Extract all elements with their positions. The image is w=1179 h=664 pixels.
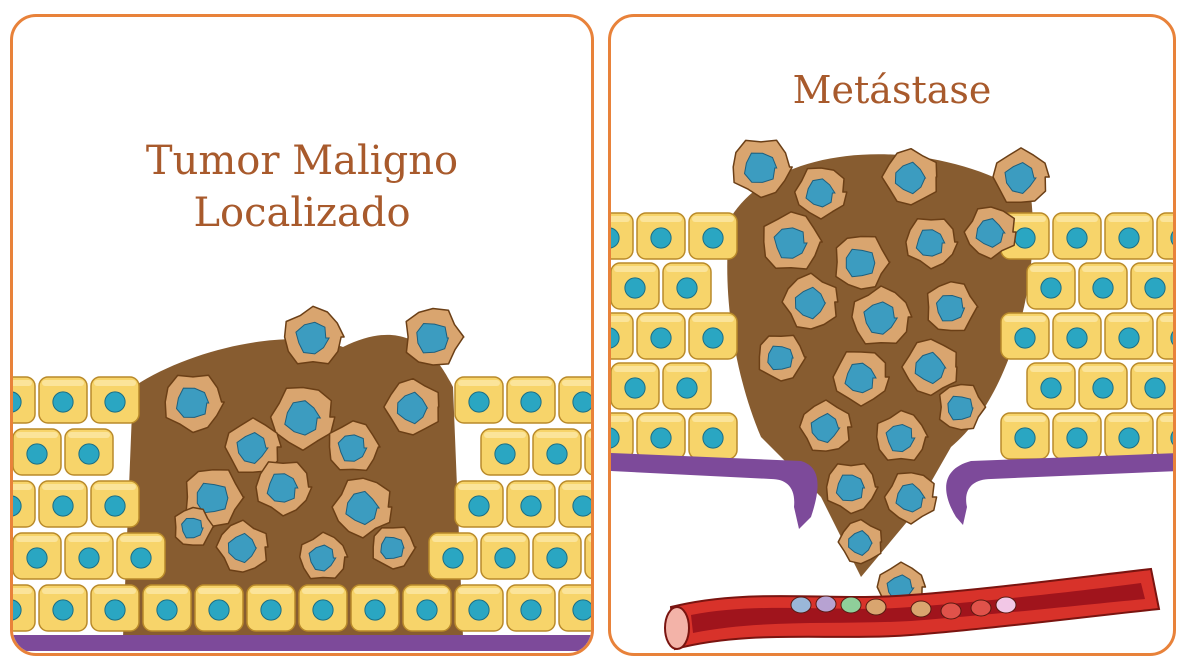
normal-epithelial-cell-icon: [351, 585, 399, 631]
normal-epithelial-cell-icon: [455, 585, 503, 631]
normal-epithelial-cell-icon: [13, 377, 35, 423]
normal-epithelial-cell-icon: [39, 377, 87, 423]
normal-epithelial-cell-icon: [559, 481, 594, 527]
normal-epithelial-cell-icon: [403, 585, 451, 631]
normal-epithelial-cell-icon: [663, 363, 711, 409]
panel-localized-tumor: Tumor Maligno Localizado: [10, 14, 594, 656]
normal-epithelial-cell-icon: [637, 313, 685, 359]
blood-cell-icon: [816, 596, 836, 612]
tumor-cell-icon: [285, 306, 345, 364]
blood-cell-icon: [911, 601, 931, 617]
basement-membrane-icon: [611, 453, 818, 529]
vessel-opening: [665, 607, 689, 649]
normal-epithelial-cell-icon: [611, 213, 633, 259]
normal-epithelial-cell-icon: [611, 263, 659, 309]
normal-epithelial-cell-icon: [637, 213, 685, 259]
normal-epithelial-cell-icon: [1079, 263, 1127, 309]
normal-epithelial-cell-icon: [455, 481, 503, 527]
normal-epithelial-cell-icon: [455, 377, 503, 423]
normal-epithelial-cell-icon: [663, 263, 711, 309]
normal-epithelial-cell-icon: [13, 481, 35, 527]
normal-epithelial-cell-icon: [507, 377, 555, 423]
normal-epithelial-cell-icon: [247, 585, 295, 631]
normal-epithelial-cell-icon: [1079, 363, 1127, 409]
normal-epithelial-cell-icon: [533, 429, 581, 475]
normal-epithelial-cell-icon: [1053, 213, 1101, 259]
normal-epithelial-cell-icon: [1105, 313, 1153, 359]
normal-epithelial-cell-icon: [559, 585, 594, 631]
normal-epithelial-cell-icon: [1001, 313, 1049, 359]
normal-epithelial-cell-icon: [559, 377, 594, 423]
panel-metastasis: Metástase: [608, 14, 1176, 656]
normal-epithelial-cell-icon: [1105, 413, 1153, 459]
normal-epithelial-cell-icon: [1027, 363, 1075, 409]
normal-epithelial-cell-icon: [585, 533, 594, 579]
normal-epithelial-cell-icon: [1131, 363, 1176, 409]
panel-title-metastasis: Metástase: [611, 67, 1173, 113]
normal-epithelial-cell-icon: [611, 313, 633, 359]
normal-epithelial-cell-icon: [1157, 213, 1176, 259]
normal-epithelial-cell-icon: [689, 313, 737, 359]
normal-epithelial-cell-icon: [13, 533, 61, 579]
normal-epithelial-cell-icon: [481, 429, 529, 475]
normal-epithelial-cell-icon: [1027, 263, 1075, 309]
normal-epithelial-cell-icon: [585, 429, 594, 475]
normal-epithelial-cell-icon: [507, 585, 555, 631]
normal-epithelial-cell-icon: [13, 585, 35, 631]
title-line-1: Tumor Maligno: [13, 135, 591, 187]
normal-epithelial-cell-icon: [1157, 413, 1176, 459]
normal-epithelial-cell-icon: [91, 585, 139, 631]
normal-epithelial-cell-icon: [533, 533, 581, 579]
normal-epithelial-cell-icon: [611, 413, 633, 459]
normal-epithelial-cell-icon: [481, 533, 529, 579]
blood-cell-icon: [791, 597, 811, 613]
normal-epithelial-cell-icon: [1053, 413, 1101, 459]
basement-membrane-icon: [946, 453, 1176, 525]
tumor-cell-icon: [406, 309, 464, 366]
panel-title-localized-tumor: Tumor Maligno Localizado: [13, 135, 591, 239]
normal-epithelial-cell-icon: [195, 585, 243, 631]
blood-cell-icon: [841, 597, 861, 613]
normal-epithelial-cell-icon: [611, 363, 659, 409]
normal-epithelial-cell-icon: [299, 585, 347, 631]
normal-epithelial-cell-icon: [91, 377, 139, 423]
normal-epithelial-cell-icon: [65, 429, 113, 475]
normal-epithelial-cell-icon: [39, 481, 87, 527]
normal-epithelial-cell-icon: [91, 481, 139, 527]
localized-tumor-illustration: [13, 17, 594, 656]
normal-epithelial-cell-icon: [429, 533, 477, 579]
normal-epithelial-cell-icon: [1001, 413, 1049, 459]
blood-cell-icon: [941, 603, 961, 619]
normal-epithelial-cell-icon: [13, 429, 61, 475]
normal-epithelial-cell-icon: [65, 533, 113, 579]
normal-epithelial-cell-icon: [507, 481, 555, 527]
blood-cell-icon: [971, 600, 991, 616]
tumor-cell-icon: [993, 148, 1049, 202]
normal-epithelial-cell-icon: [1131, 263, 1176, 309]
blood-cell-icon: [866, 599, 886, 615]
normal-epithelial-cell-icon: [143, 585, 191, 631]
normal-epithelial-cell-icon: [39, 585, 87, 631]
normal-epithelial-cell-icon: [689, 213, 737, 259]
normal-epithelial-cell-icon: [1105, 213, 1153, 259]
normal-epithelial-cell-icon: [689, 413, 737, 459]
blood-cell-icon: [996, 597, 1016, 613]
basement-membrane-icon: [13, 635, 594, 651]
normal-epithelial-cell-icon: [1053, 313, 1101, 359]
normal-epithelial-cell-icon: [117, 533, 165, 579]
title-line-2: Localizado: [13, 187, 591, 239]
normal-epithelial-cell-icon: [1157, 313, 1176, 359]
normal-epithelial-cell-icon: [637, 413, 685, 459]
